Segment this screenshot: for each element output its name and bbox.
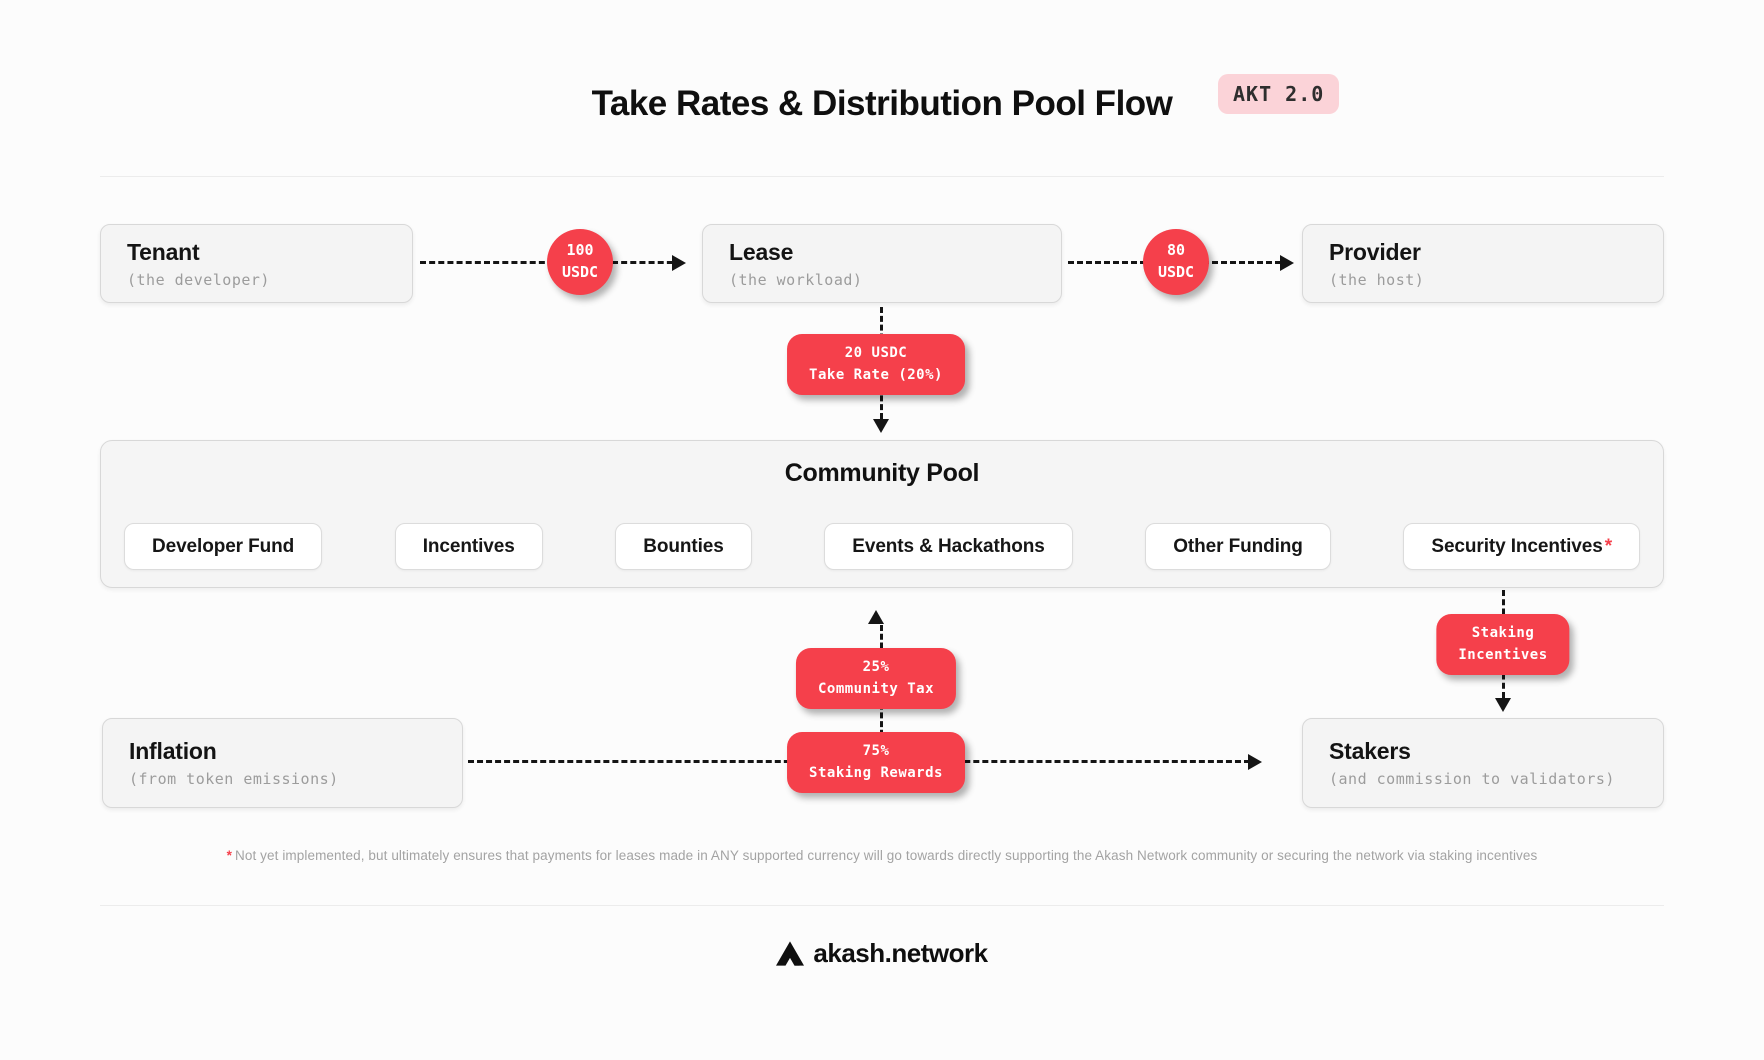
tenant-title: Tenant	[127, 238, 200, 265]
chip-security-incentives: Security Incentives *	[1403, 523, 1640, 570]
provider-node: Provider (the host)	[1302, 224, 1664, 303]
page-title: Take Rates & Distribution Pool Flow	[591, 84, 1173, 123]
staking-rewards-percent: 75%	[862, 743, 890, 759]
staking-incentives-line1: Staking	[1471, 625, 1535, 641]
stakers-subtitle: (and commission to validators)	[1329, 770, 1615, 788]
provider-subtitle: (the host)	[1329, 270, 1425, 289]
chip-incentives: Incentives	[394, 523, 543, 570]
staking-incentives-pill: Staking Incentives	[1436, 614, 1570, 675]
lease-to-provider-arrowhead-icon	[1280, 255, 1294, 271]
community-pool-node: Community Pool Developer Fund Incentives…	[100, 440, 1664, 588]
tax-to-pool-arrowhead-icon	[868, 610, 884, 624]
stakers-node: Stakers (and commission to validators)	[1302, 718, 1664, 808]
token-100-usdc: 100 USDC	[547, 229, 613, 295]
top-divider	[100, 176, 1664, 177]
tenant-to-lease-arrowhead-icon	[672, 255, 686, 271]
take-rate-amount: 20 USDC	[844, 345, 908, 361]
chip-other-funding: Other Funding	[1145, 523, 1331, 570]
take-rate-label: Take Rate (20%)	[809, 367, 943, 384]
inflation-to-stakers-arrowhead-icon	[1248, 754, 1262, 770]
security-to-stakers-arrowhead-icon	[1495, 698, 1511, 712]
token-100-usdc-amount: 100	[566, 241, 594, 260]
inflation-subtitle: (from token emissions)	[129, 770, 339, 788]
token-80-usdc-currency: USDC	[1157, 263, 1195, 281]
lease-node: Lease (the workload)	[702, 224, 1062, 303]
stakers-title: Stakers	[1329, 738, 1411, 764]
token-100-usdc-currency: USDC	[561, 263, 599, 281]
tenant-subtitle: (the developer)	[127, 270, 270, 289]
community-tax-pill: 25% Community Tax	[795, 648, 957, 709]
chip-events-hackathons: Events & Hackathons	[824, 523, 1073, 570]
provider-title: Provider	[1329, 238, 1421, 265]
token-80-usdc-amount: 80	[1166, 241, 1186, 260]
footnote: *Not yet implemented, but ultimately ens…	[0, 848, 1764, 863]
chip-bounties: Bounties	[615, 523, 752, 570]
bottom-divider	[100, 905, 1664, 906]
footer: akash.network	[0, 938, 1764, 969]
community-pool-title: Community Pool	[784, 459, 980, 487]
staking-incentives-line2: Incentives	[1458, 647, 1548, 664]
lease-to-pool-arrowhead-icon	[873, 419, 889, 433]
footnote-text: Not yet implemented, but ultimately ensu…	[235, 848, 1538, 863]
footnote-marker-icon: *	[226, 848, 232, 863]
chip-bounties-label: Bounties	[643, 535, 724, 557]
footnote-asterisk-icon: *	[1604, 535, 1612, 557]
akt-version-badge: AKT 2.0	[1218, 74, 1340, 114]
chip-other-funding-label: Other Funding	[1173, 535, 1303, 557]
community-pool-chip-row: Developer Fund Incentives Bounties Event…	[124, 523, 1640, 570]
tenant-node: Tenant (the developer)	[100, 224, 413, 303]
take-rate-pill: 20 USDC Take Rate (20%)	[787, 334, 965, 395]
chip-security-incentives-label: Security Incentives	[1431, 535, 1603, 557]
token-80-usdc: 80 USDC	[1143, 229, 1209, 295]
akash-logo-icon	[776, 941, 805, 966]
chip-incentives-label: Incentives	[422, 535, 515, 557]
chip-events-hackathons-label: Events & Hackathons	[852, 535, 1045, 557]
chip-developer-fund-label: Developer Fund	[152, 535, 295, 557]
inflation-node: Inflation (from token emissions)	[102, 718, 463, 808]
inflation-title: Inflation	[129, 738, 217, 764]
chip-developer-fund: Developer Fund	[124, 523, 323, 570]
community-tax-label: Community Tax	[817, 681, 935, 698]
staking-rewards-label: Staking Rewards	[809, 765, 943, 782]
lease-subtitle: (the workload)	[729, 270, 863, 289]
lease-title: Lease	[729, 238, 794, 265]
community-tax-percent: 25%	[862, 659, 890, 675]
brand-name: akash.network	[813, 938, 988, 968]
staking-rewards-pill: 75% Staking Rewards	[787, 732, 965, 793]
